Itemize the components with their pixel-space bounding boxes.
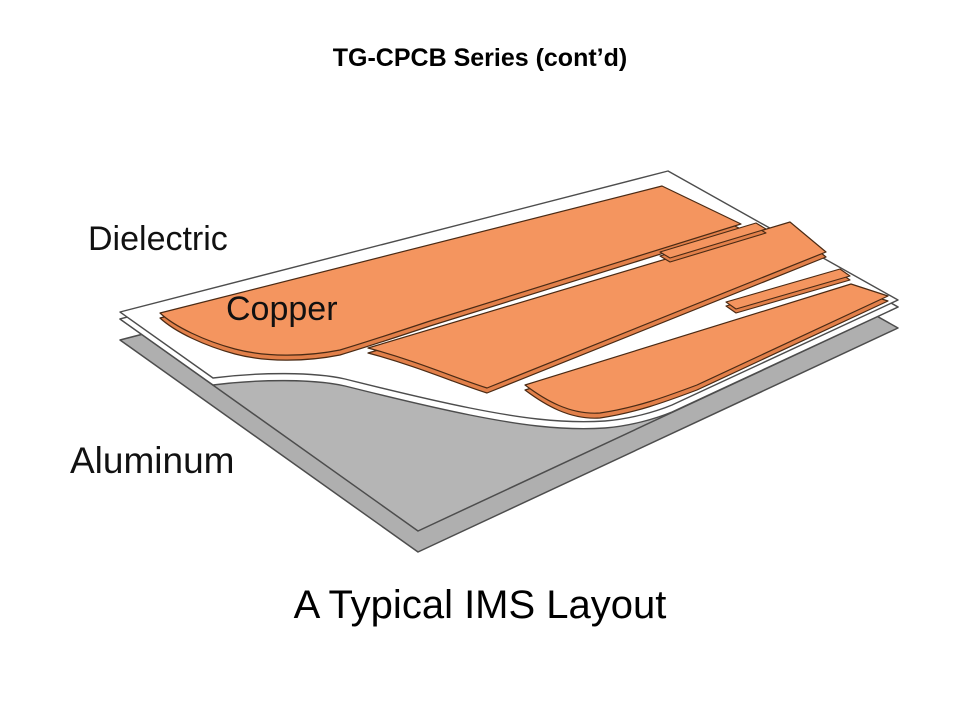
- copper-trace-2-top: [367, 221, 827, 389]
- copper-trace-3-top: [524, 283, 889, 414]
- copper-strip-b-top: [725, 268, 851, 310]
- page-title: TG-CPCB Series (cont’d): [332, 44, 628, 72]
- label-dielectric: Dielectric: [88, 220, 228, 258]
- label-copper: Copper: [226, 290, 338, 328]
- copper-strip-a-top: [659, 222, 767, 259]
- copper-trace-1-top: [159, 185, 742, 356]
- label-aluminum: Aluminum: [70, 440, 235, 481]
- slide-caption: A Typical IMS Layout: [293, 583, 667, 627]
